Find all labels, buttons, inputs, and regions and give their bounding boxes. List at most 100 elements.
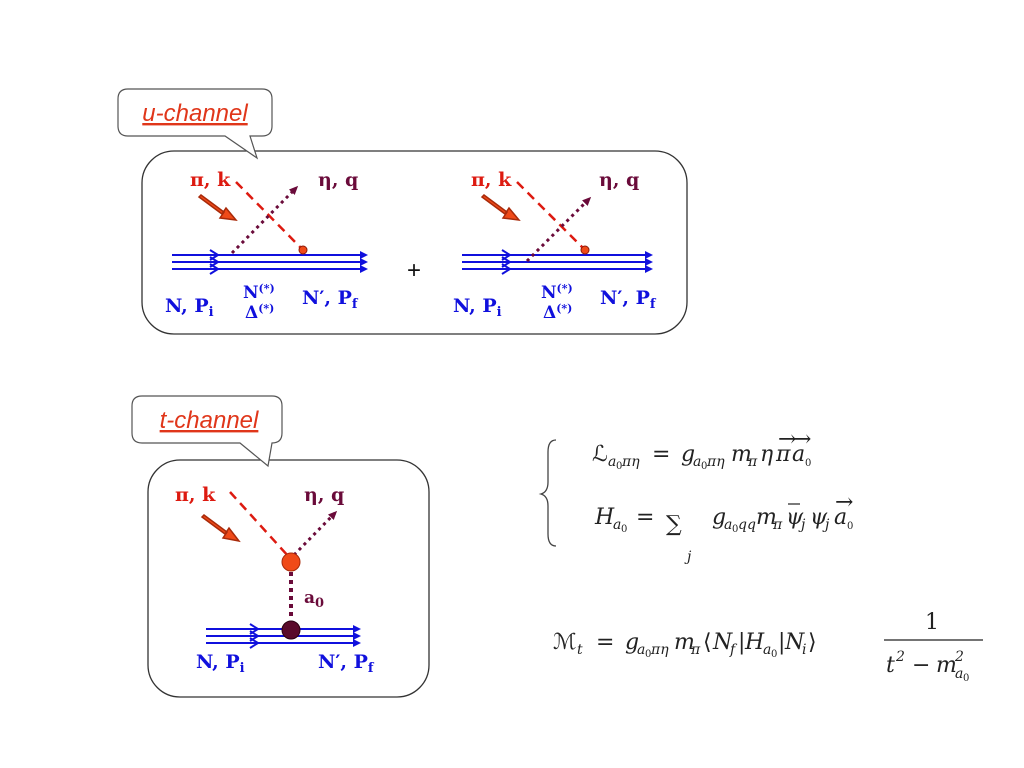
svg-text:j: j [798, 517, 806, 533]
svg-text:m: m [731, 442, 752, 467]
t-N-final-label: N′, Pf [318, 651, 375, 676]
u-left-vertex [298, 245, 308, 255]
u-right-vertex [580, 245, 590, 255]
u-channel-panel: u-channel π, k η, q N, Pi N(*) Δ(*) N′, … [117, 88, 688, 335]
svg-text:0: 0 [645, 649, 651, 660]
u-left-diagram: π, k η, q N, Pi N(*) Δ(*) N′, Pf [165, 169, 368, 323]
svg-text:π: π [690, 642, 701, 658]
svg-text:j: j [684, 549, 692, 565]
svg-text:→: → [793, 427, 811, 452]
t-channel-panel: t-channel π, k η, q a0 N, Pi N′, Pf [131, 395, 430, 698]
u-right-eta-line [525, 196, 592, 263]
u-right-N-initial-label: N, Pi [453, 295, 502, 320]
svg-text:ψ: ψ [786, 505, 804, 530]
t-pion-label: π, k [175, 484, 216, 506]
left-brace [538, 439, 557, 547]
t-eta-line [292, 510, 338, 557]
svg-text:0: 0 [701, 461, 707, 472]
svg-text:π: π [775, 442, 791, 467]
svg-text:=: = [636, 505, 654, 530]
svg-text:|: | [778, 630, 785, 655]
svg-text:=: = [652, 442, 670, 467]
svg-text:0: 0 [771, 649, 777, 660]
svg-text:g: g [712, 505, 726, 530]
u-left-N-initial-label: N, Pi [165, 295, 214, 320]
svg-text:ℒ: ℒ [592, 442, 608, 467]
svg-text:=: = [596, 630, 614, 655]
u-right-nucleon-lines [462, 249, 653, 275]
svg-text:π: π [747, 454, 758, 470]
u-left-pion-label: π, k [190, 169, 231, 191]
svg-text:πη: πη [621, 454, 640, 470]
lagrangian-equation: ℒ a 0 πη = g a 0 πη m π η π → a → 0 [592, 427, 811, 472]
t-channel-callout: t-channel [131, 395, 283, 468]
svg-text:m: m [674, 630, 695, 655]
svg-text:a: a [724, 517, 732, 533]
amplitude-equation: ℳ t = g a 0 πη m π ⟨ N f | H a 0 | N i ⟩… [553, 610, 983, 684]
svg-text:0: 0 [616, 461, 622, 472]
svg-text:2: 2 [895, 649, 905, 665]
svg-text:ℳ: ℳ [553, 630, 577, 655]
svg-text:f: f [729, 642, 738, 658]
svg-text:m: m [936, 653, 957, 678]
svg-text:η: η [760, 442, 773, 467]
u-right-N-final-label: N′, Pf [600, 287, 657, 312]
u-left-incoming-arrow-icon [197, 194, 238, 221]
svg-text:|: | [738, 630, 745, 655]
svg-text:a: a [955, 666, 963, 682]
u-channel-callout-text: u-channel [142, 100, 248, 127]
u-channel-callout: u-channel [117, 88, 273, 160]
svg-text:t: t [886, 653, 895, 678]
u-right-diagram: π, k η, q N, Pi N(*) Δ(*) N′, Pf [453, 169, 657, 323]
u-left-eta-label: η, q [318, 169, 358, 191]
svg-text:⟩: ⟩ [808, 630, 817, 655]
svg-text:0: 0 [847, 521, 853, 532]
svg-text:N: N [784, 630, 805, 655]
svg-text:a: a [693, 454, 701, 470]
svg-text:g: g [681, 442, 695, 467]
svg-text:i: i [802, 642, 806, 658]
svg-text:2: 2 [954, 649, 964, 665]
svg-text:N: N [712, 630, 733, 655]
svg-text:a: a [613, 517, 621, 533]
svg-text:→: → [835, 490, 853, 515]
svg-text:a: a [637, 642, 645, 658]
u-right-eta-label: η, q [599, 169, 639, 191]
svg-text:a: a [608, 454, 616, 470]
svg-text:→: → [778, 427, 796, 452]
t-eta-label: η, q [304, 484, 344, 506]
u-right-pion-line [516, 181, 585, 250]
svg-text:0: 0 [621, 524, 627, 535]
equations-block: ℒ a 0 πη = g a 0 πη m π η π → a → 0 H a … [538, 427, 983, 684]
svg-text:H: H [744, 630, 765, 655]
u-right-incoming-arrow-icon [480, 194, 521, 221]
svg-text:π: π [772, 517, 783, 533]
hamiltonian-equation: H a 0 = ∑ j g a 0 qq m π ψ j ψ j a → 0 [594, 490, 853, 565]
svg-text:a: a [792, 442, 805, 467]
t-upper-vertex [281, 552, 301, 572]
svg-text:0: 0 [963, 673, 969, 684]
t-N-initial-label: N, Pi [196, 651, 245, 676]
u-left-pion-line [235, 181, 303, 250]
svg-text:−: − [912, 653, 930, 678]
svg-text:t: t [577, 642, 583, 658]
svg-text:ψ: ψ [810, 505, 828, 530]
u-left-nucleon-lines [172, 249, 368, 275]
t-diagram: π, k η, q a0 N, Pi N′, Pf [175, 484, 375, 676]
u-right-pion-label: π, k [471, 169, 512, 191]
svg-text:⟨: ⟨ [703, 630, 712, 655]
u-left-Delta-star-label: Δ(*) [245, 302, 274, 323]
svg-text:a: a [763, 642, 771, 658]
u-channel-plus-sign: + [407, 257, 421, 284]
svg-text:0: 0 [732, 524, 738, 535]
svg-text:∑: ∑ [666, 512, 682, 537]
svg-text:0: 0 [805, 458, 811, 469]
svg-text:m: m [756, 505, 777, 530]
t-a0-label: a0 [304, 588, 324, 611]
svg-text:g: g [625, 630, 639, 655]
u-right-Delta-star-label: Δ(*) [543, 302, 572, 323]
svg-text:πη: πη [650, 642, 669, 658]
t-incoming-arrow-icon [200, 514, 241, 543]
